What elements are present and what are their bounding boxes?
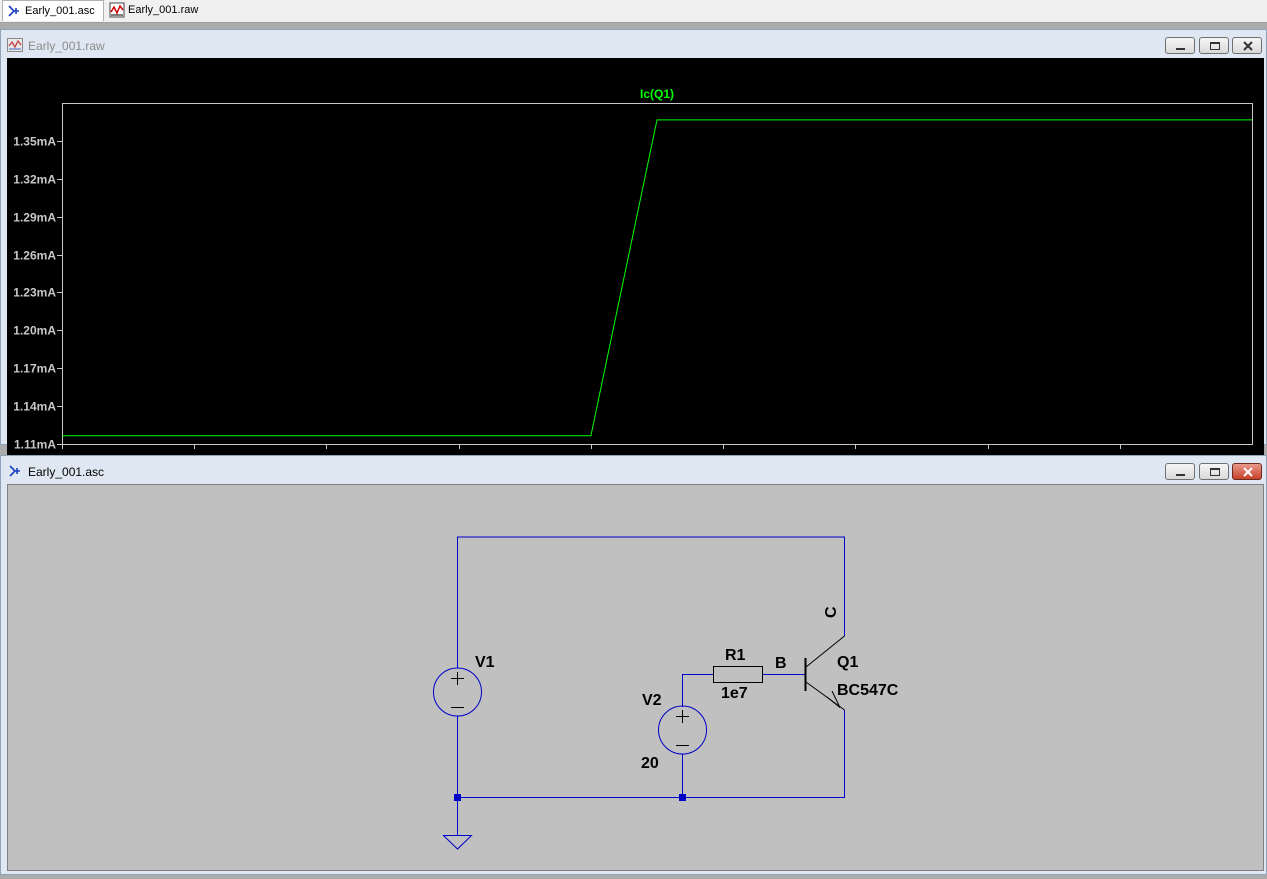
window-title: Early_001.asc (28, 465, 105, 479)
v2-name-label: V2 (642, 692, 662, 709)
base-node-label: B (775, 655, 787, 672)
waveform-icon (109, 2, 125, 18)
window-title: Early_001.raw (28, 39, 105, 53)
y-tick-label: 1.32mA (13, 173, 56, 187)
resistor-r1[interactable] (713, 666, 763, 683)
y-tick-label: 1.23mA (13, 286, 56, 300)
transistor-q1[interactable] (804, 635, 845, 711)
y-tick-label: 1.17mA (13, 362, 56, 376)
junction-dot (454, 794, 461, 801)
minimize-icon (1176, 48, 1185, 50)
schematic-title-bar[interactable]: Early_001.asc (1, 456, 1266, 486)
schematic-drawing[interactable]: V1 V2 20 R1 1e7 B C Q1 BC547C (8, 485, 1263, 870)
waveform-title-bar[interactable]: Early_001.raw (1, 30, 1266, 60)
waveform-chart[interactable]: 1.11mA 1.14mA 1.17mA 1.20mA 1.23mA 1.26mA 1.29… (7, 58, 1264, 471)
waveform-icon (7, 38, 23, 52)
trace-label: Ic(Q1) (640, 87, 674, 101)
plot-frame (62, 103, 1253, 445)
close-icon (1243, 41, 1253, 51)
schematic-icon (8, 5, 19, 17)
v1-name-label: V1 (475, 654, 495, 671)
close-icon (1243, 467, 1253, 477)
q1-name-label: Q1 (837, 654, 858, 671)
tab-label: Early_001.asc (25, 5, 95, 17)
restore-button[interactable] (1199, 37, 1229, 54)
minimize-button[interactable] (1165, 37, 1195, 54)
restore-icon (1210, 468, 1220, 476)
y-tick-label: 1.35mA (13, 135, 56, 149)
series-line-ic-q1 (62, 119, 1252, 437)
y-tick-label: 1.26mA (13, 249, 56, 263)
q1-model-label: BC547C (837, 682, 899, 699)
close-button[interactable] (1232, 463, 1262, 480)
r1-value-label: 1e7 (721, 685, 748, 702)
waveform-plot[interactable]: 1.11mA 1.14mA 1.17mA 1.20mA 1.23mA 1.26mA 1.29… (7, 58, 1264, 471)
y-tick-label: 1.11mA (14, 438, 56, 452)
v2-value-label: 20 (641, 755, 659, 772)
y-tick-label: 1.29mA (13, 211, 56, 225)
y-tick-label: 1.14mA (13, 400, 56, 414)
wire-bottom[interactable] (457, 710, 845, 798)
document-tab-bar: Early_001.asc Early_001.raw (0, 0, 1267, 23)
schematic-canvas[interactable]: V1 V2 20 R1 1e7 B C Q1 BC547C (7, 484, 1264, 871)
wire-v2-top[interactable] (682, 674, 714, 708)
minimize-icon (1176, 474, 1185, 476)
close-button[interactable] (1232, 37, 1262, 54)
voltage-source-v2[interactable] (658, 705, 707, 755)
voltage-source-v1[interactable] (433, 652, 482, 717)
restore-icon (1210, 42, 1220, 50)
ground-symbol[interactable] (442, 835, 473, 850)
r1-name-label: R1 (725, 647, 746, 664)
tab-early-001-raw[interactable]: Early_001.raw (106, 0, 198, 21)
restore-button[interactable] (1199, 463, 1229, 480)
schematic-icon (9, 465, 20, 477)
y-tick-label: 1.20mA (13, 324, 56, 338)
tab-early-001-asc[interactable]: Early_001.asc (2, 0, 104, 21)
junction-dot (679, 794, 686, 801)
schematic-window: Early_001.asc (0, 455, 1267, 875)
minimize-button[interactable] (1165, 463, 1195, 480)
wire-top[interactable] (457, 536, 845, 652)
collector-node-label: C (823, 606, 840, 618)
tab-label: Early_001.raw (128, 4, 199, 16)
